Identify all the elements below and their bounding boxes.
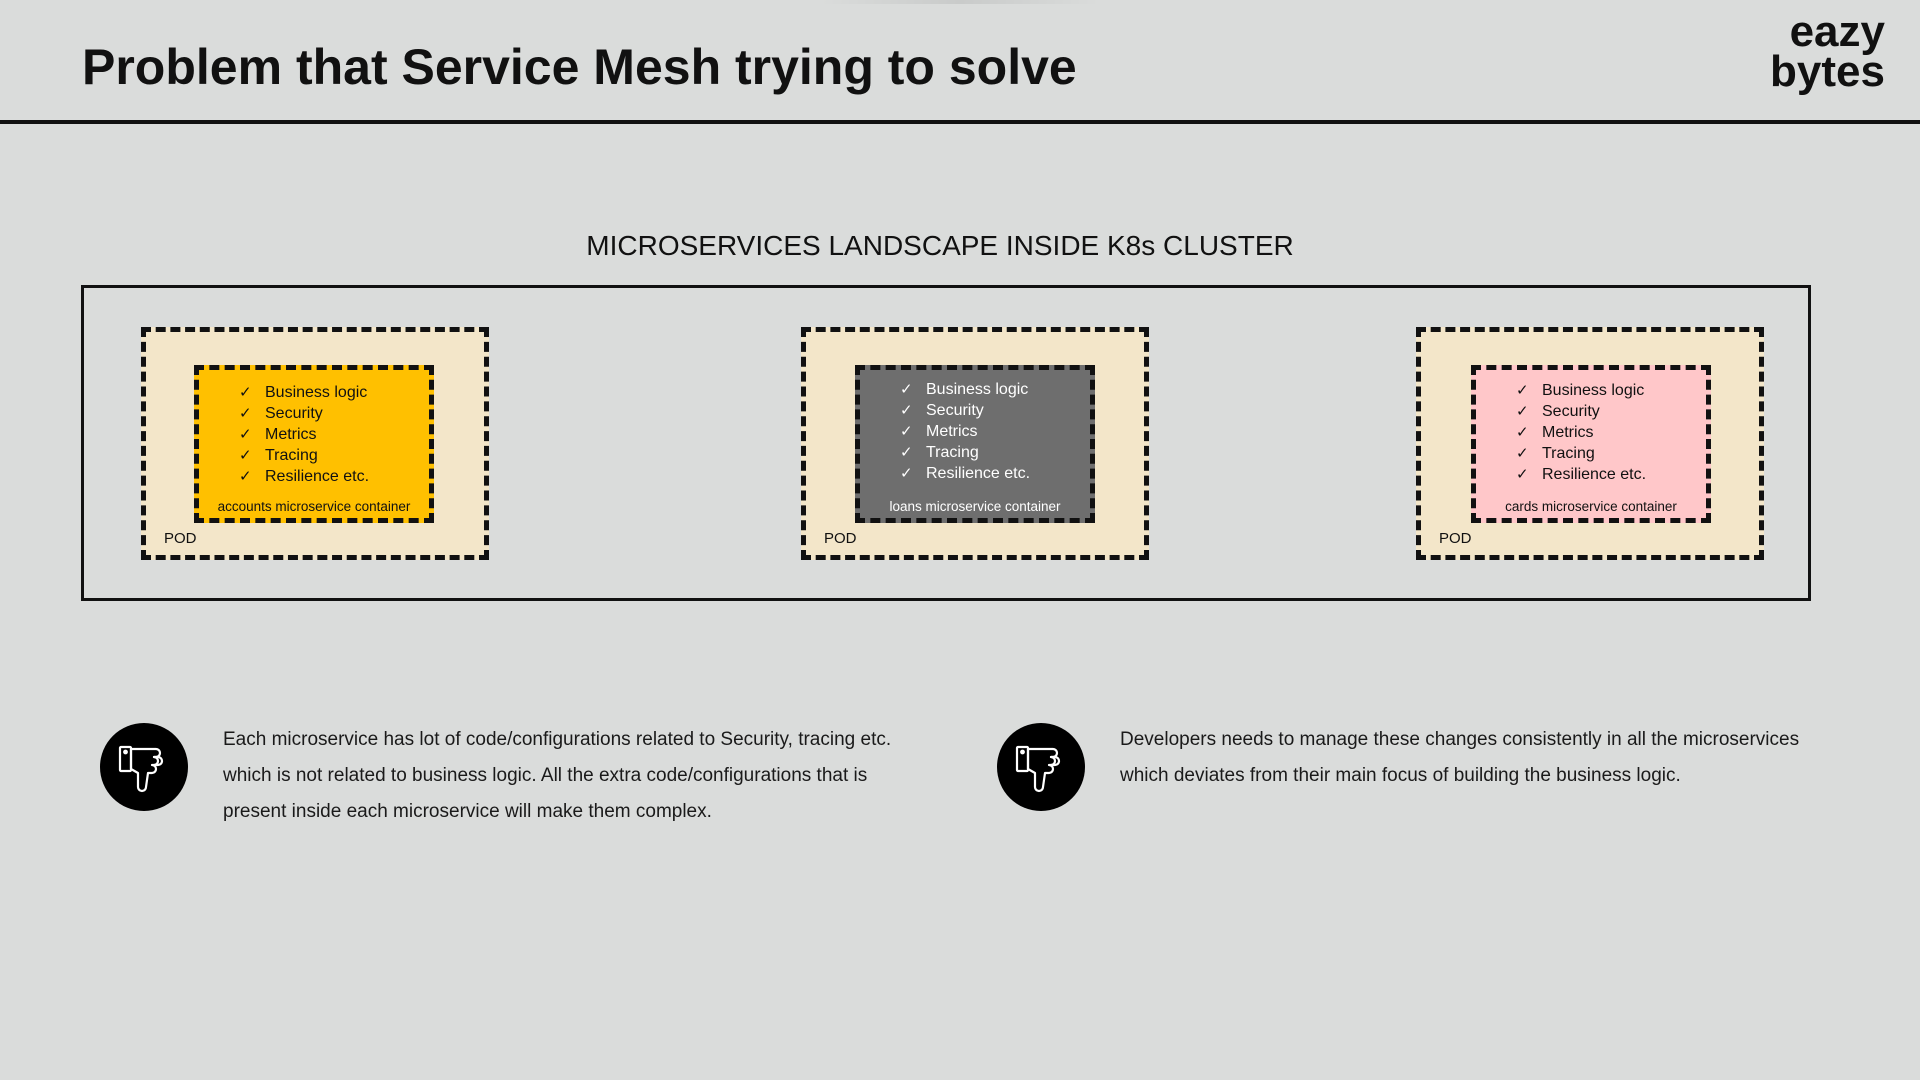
pod-label: POD (824, 530, 857, 547)
check-icon: ✓ (239, 405, 252, 422)
list-item: ✓Security (239, 405, 323, 422)
list-item: ✓Business logic (239, 384, 368, 401)
pod-accounts: ✓Business logic ✓Security ✓Metrics ✓Trac… (141, 327, 489, 560)
k8s-cluster-box: ✓Business logic ✓Security ✓Metrics ✓Trac… (81, 285, 1811, 601)
list-item: ✓Tracing (1516, 445, 1595, 462)
container-label: cards microservice container (1505, 499, 1677, 514)
container-label: loans microservice container (889, 499, 1061, 514)
note-text-1: Each microservice has lot of code/config… (223, 729, 892, 822)
container-label: accounts microservice container (217, 499, 411, 514)
logo-line-1: eazy (1789, 7, 1885, 56)
check-icon: ✓ (1516, 403, 1529, 420)
check-icon: ✓ (900, 423, 913, 440)
check-icon: ✓ (900, 444, 913, 461)
check-icon: ✓ (239, 426, 252, 443)
pod-label: POD (164, 530, 197, 547)
list-item: ✓Security (900, 402, 984, 419)
list-item: ✓Tracing (900, 444, 979, 461)
list-item: ✓Security (1516, 403, 1600, 420)
list-item: ✓Metrics (1516, 424, 1594, 441)
concerns-list: ✓Business logic ✓Security ✓Metrics ✓Trac… (199, 370, 429, 487)
list-item: ✓Resilience etc. (1516, 466, 1647, 483)
cards-container: ✓Business logic ✓Security ✓Metrics ✓Trac… (1471, 365, 1711, 523)
note-text-2: Developers needs to manage these changes… (1120, 729, 1800, 786)
check-icon: ✓ (1516, 445, 1529, 462)
list-item: ✓Business logic (900, 381, 1029, 398)
check-icon: ✓ (1516, 424, 1529, 441)
pod-label: POD (1439, 530, 1472, 547)
list-item: ✓Tracing (239, 447, 318, 464)
top-shadow (820, 0, 1100, 4)
list-item: ✓Metrics (239, 426, 317, 443)
list-item: ✓Business logic (1516, 382, 1645, 399)
pod-loans: ✓Business logic ✓Security ✓Metrics ✓Trac… (801, 327, 1149, 560)
thumbs-down-icon (997, 723, 1085, 811)
check-icon: ✓ (239, 447, 252, 464)
check-icon: ✓ (900, 465, 913, 482)
logo-line-2: bytes (1770, 47, 1885, 96)
check-icon: ✓ (1516, 382, 1529, 399)
concerns-list: ✓Business logic ✓Security ✓Metrics ✓Trac… (860, 370, 1090, 484)
pod-cards: ✓Business logic ✓Security ✓Metrics ✓Trac… (1416, 327, 1764, 560)
loans-container: ✓Business logic ✓Security ✓Metrics ✓Trac… (855, 365, 1095, 523)
check-icon: ✓ (900, 381, 913, 398)
check-icon: ✓ (1516, 466, 1529, 483)
concerns-list: ✓Business logic ✓Security ✓Metrics ✓Trac… (1476, 370, 1706, 485)
thumbs-down-icon (100, 723, 188, 811)
check-icon: ✓ (900, 402, 913, 419)
eazybytes-logo: eazy bytes (1760, 7, 1885, 96)
list-item: ✓Resilience etc. (900, 465, 1031, 482)
check-icon: ✓ (239, 384, 252, 401)
slide-title: Problem that Service Mesh trying to solv… (82, 39, 1077, 95)
slide-header: Problem that Service Mesh trying to solv… (0, 0, 1920, 124)
diagram-subtitle: MICROSERVICES LANDSCAPE INSIDE K8s CLUST… (586, 230, 1294, 261)
list-item: ✓Metrics (900, 423, 978, 440)
check-icon: ✓ (239, 468, 252, 485)
accounts-container: ✓Business logic ✓Security ✓Metrics ✓Trac… (194, 365, 434, 523)
list-item: ✓Resilience etc. (239, 468, 370, 485)
